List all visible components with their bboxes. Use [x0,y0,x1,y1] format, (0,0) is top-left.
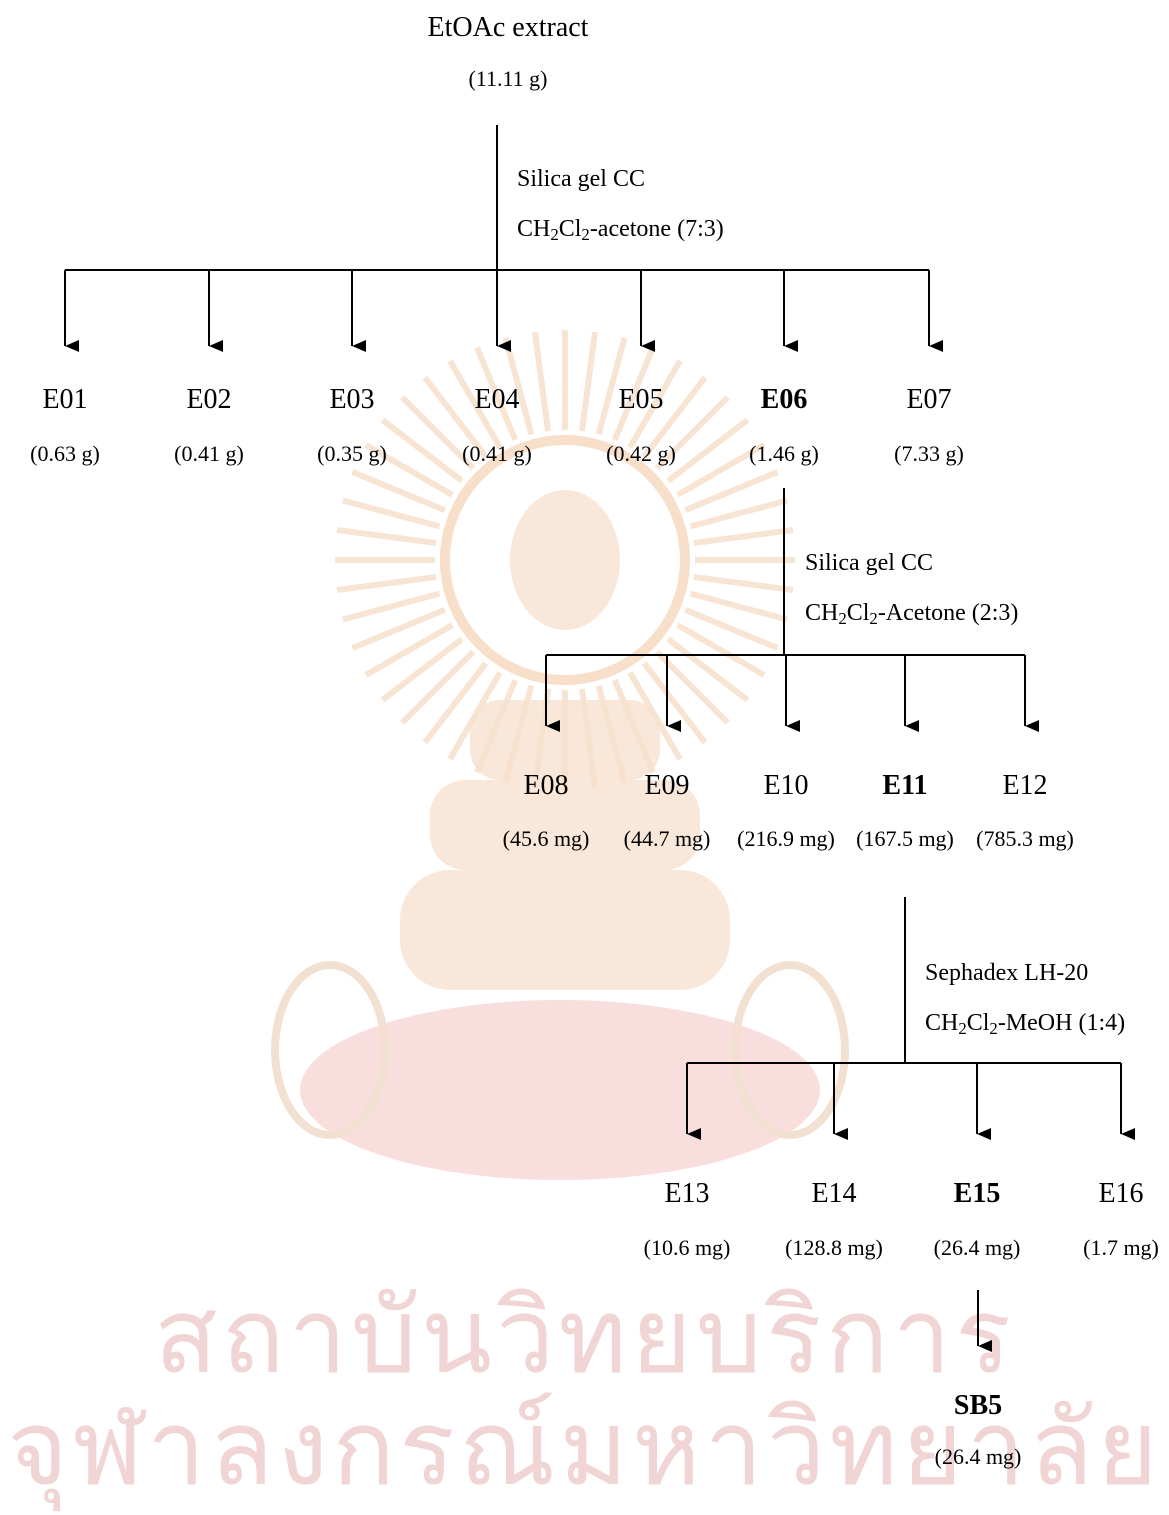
level-2-mass-e08: (45.6 mg) [502,826,590,851]
level-2-mass-e09: (44.7 mg) [623,826,711,851]
level-1-fraction-e03: E03 [329,384,375,415]
step-3-method: Sephadex LH-20 [925,960,1089,986]
emblem-ray [641,661,708,745]
emblem-ray [336,527,437,547]
level-1-fraction-e05: E05 [618,384,664,415]
level-2-mass-e10: (216.9 mg) [737,826,835,851]
level-2-fraction-e12: E12 [1002,770,1048,801]
level-2-fraction-e09: E09 [644,770,690,801]
emblem-ray [693,573,794,593]
step-1-solvent: CH2Cl2-acetone (7:3) [517,216,724,245]
level-3-fraction-e16: E16 [1098,1178,1144,1209]
emblem-ray [595,337,628,436]
step-1-method: Silica gel CC [517,166,645,192]
level-1-mass-e01: (0.63 g) [30,441,100,466]
emblem-ray [474,346,519,442]
emblem-ray [627,359,683,449]
emblem-ray [666,417,750,484]
level-3-mass-e15: (26.4 mg) [933,1235,1021,1260]
emblem-ray [654,649,730,725]
root-mass: (11.11 g) [468,66,548,91]
level-3-fraction-e15: E15 [953,1178,1001,1209]
emblem-ray [400,395,476,471]
emblem-ray [380,417,464,484]
emblem-ray [380,636,464,703]
level-2-fraction-e10: E10 [763,770,809,801]
level-1-fraction-e01: E01 [42,384,88,415]
emblem-ray [676,442,766,498]
level-3-mass-e13: (10.6 mg) [643,1235,731,1260]
level-3-mass-e14: (128.8 mg) [785,1235,883,1260]
level-3-fraction-e13: E13 [664,1178,710,1209]
level-2-fraction-e08: E08 [523,770,569,801]
level-1-fraction-e06: E06 [760,384,808,415]
level-2-mass-e11: (167.5 mg) [856,826,954,851]
emblem-ray [351,469,447,514]
root-name: EtOAc extract [427,12,589,43]
emblem-ray [611,346,656,442]
step-2-solvent: CH2Cl2-Acetone (2:3) [805,600,1019,629]
step-2-method: Silica gel CC [805,550,933,576]
watermark-line-1: สถาบันวิทยบริการ [154,1275,1015,1397]
level-1-fraction-e07: E07 [906,384,952,415]
level-1-fraction-e02: E02 [186,384,232,415]
level-1-mass-e03: (0.35 g) [317,441,387,466]
level-1-mass-e02: (0.41 g) [174,441,244,466]
level-2-fraction-e11: E11 [882,770,928,801]
emblem-ray [666,636,750,703]
emblem-ray [336,573,437,593]
emblem-ray [422,661,489,745]
emblem-ray [676,622,766,678]
level-1-mass-e07: (7.33 g) [894,441,964,466]
emblem-ray [654,395,730,471]
level-1-mass-e05: (0.42 g) [606,441,676,466]
emblem-ray [342,497,441,530]
emblem-ray [364,622,454,678]
emblem-ray [364,442,454,498]
level-1-mass-e04: (0.41 g) [462,441,532,466]
emblem-ray [447,359,503,449]
emblem-ray [532,331,552,432]
watermark-line-2: จุฬาลงกรณ์มหาวิทยาลัย [7,1387,1162,1510]
emblem-ray [400,649,476,725]
emblem-ray [342,590,441,623]
final-mass: (26.4 mg) [934,1444,1022,1469]
emblem-ray [578,331,598,432]
level-1-fraction-e04: E04 [474,384,520,415]
emblem-ray [683,606,779,651]
watermark-text: สถาบันวิทยบริการ จุฬาลงกรณ์มหาวิทยาลัย [0,1280,1169,1505]
final-name: SB5 [953,1390,1003,1421]
emblem-ray [689,497,788,530]
level-1-mass-e06: (1.46 g) [749,441,819,466]
emblem-ray [351,606,447,651]
step-3-solvent: CH2Cl2-MeOH (1:4) [925,1010,1126,1039]
emblem-ray [422,375,489,459]
level-3-fraction-e14: E14 [811,1178,857,1209]
emblem-ray [502,337,535,436]
level-3-mass-e16: (1.7 mg) [1083,1235,1159,1260]
emblem-ray [683,469,779,514]
emblem-ray [689,590,788,623]
emblem-ray [641,375,708,459]
level-2-mass-e12: (785.3 mg) [976,826,1074,851]
emblem-ray [693,527,794,547]
